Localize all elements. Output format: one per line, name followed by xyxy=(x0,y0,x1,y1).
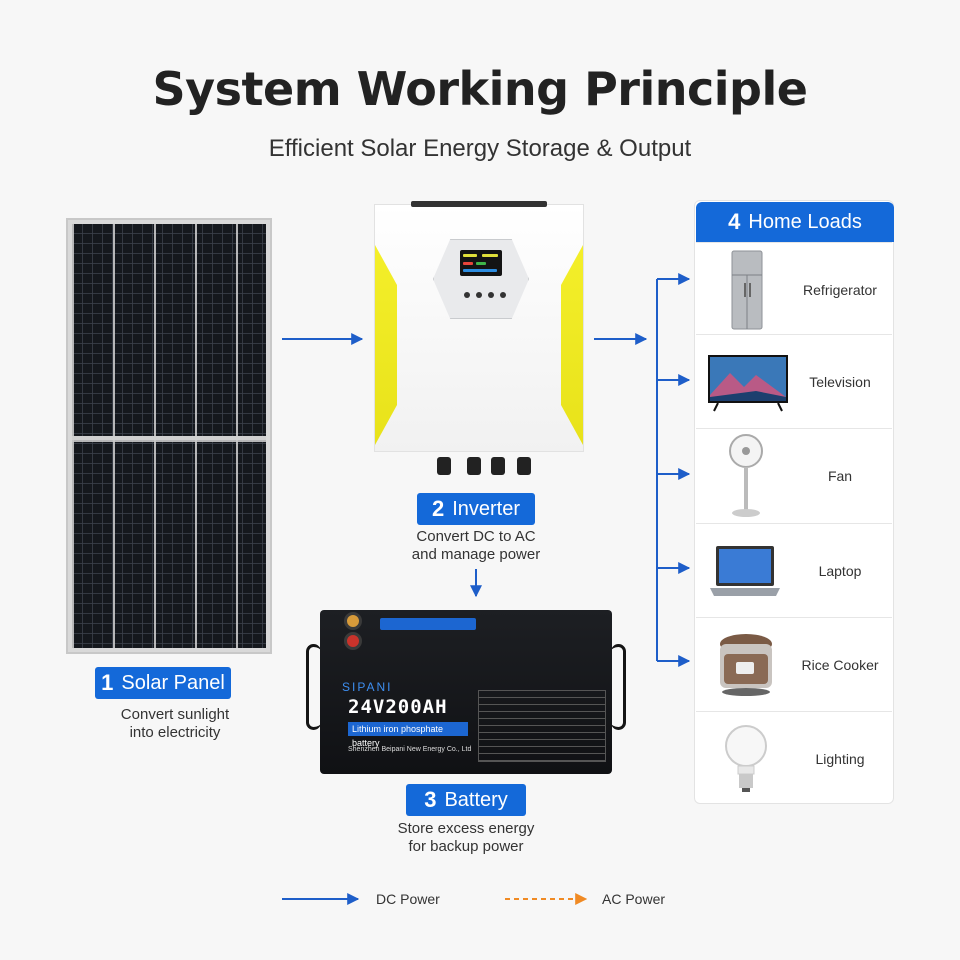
inverter-label: Inverter xyxy=(452,497,521,520)
rice-cooker-icon xyxy=(696,618,792,712)
home-loads-label: Home Loads xyxy=(748,210,862,233)
fan-icon xyxy=(696,429,792,523)
battery-brand: SIPANI xyxy=(342,680,393,694)
solar-panel-badge: 1 Solar Panel xyxy=(95,667,231,699)
inverter-image xyxy=(374,201,584,475)
battery-label: Battery xyxy=(444,788,508,811)
inverter-desc-line1: Convert DC to AC xyxy=(416,528,536,545)
inverter-number: 2 xyxy=(431,496,445,521)
battery-number: 3 xyxy=(424,787,437,812)
battery-maker: Shenzhen Beipani New Energy Co., Ltd xyxy=(348,746,472,753)
page-title: System Working Principle xyxy=(152,62,808,116)
load-item-fan: Fan xyxy=(696,428,892,523)
battery-chemistry: Lithium iron phosphate battery xyxy=(348,722,468,748)
solar-panel-image xyxy=(66,218,272,654)
solar-panel-desc-line1: Convert sunlight xyxy=(120,706,230,723)
load-item-laptop: Laptop xyxy=(696,523,892,618)
battery-desc-line1: Store excess energy xyxy=(397,820,535,837)
lightbulb-icon xyxy=(696,712,792,806)
battery-description: Store excess energy for backup power xyxy=(356,820,576,856)
home-loads-panel xyxy=(694,200,894,804)
solar-panel-label: Solar Panel xyxy=(121,671,225,694)
battery-model: 24V200AH xyxy=(348,696,448,718)
inverter-desc-line2: and manage power xyxy=(411,546,541,563)
battery-spec-table xyxy=(478,690,606,762)
load-name: Refrigerator xyxy=(803,282,877,298)
load-name: Laptop xyxy=(818,563,862,579)
inverter-description: Convert DC to AC and manage power xyxy=(366,528,586,564)
legend-dc-label: DC Power xyxy=(376,891,440,907)
load-item-television: Television xyxy=(696,334,892,429)
page-subtitle: Efficient Solar Energy Storage & Output xyxy=(268,135,692,162)
legend-ac-label: AC Power xyxy=(602,891,666,907)
inverter-badge: 2 Inverter xyxy=(417,493,535,525)
load-name: Lighting xyxy=(815,751,865,767)
load-name: Television xyxy=(809,374,871,390)
load-item-lighting: Lighting xyxy=(696,711,892,806)
home-loads-number: 4 xyxy=(728,209,741,234)
load-name: Rice Cooker xyxy=(801,657,879,673)
refrigerator-icon xyxy=(696,243,792,337)
battery-image: SIPANI 24V200AH Lithium iron phosphate b… xyxy=(306,604,626,774)
solar-panel-desc-line2: into electricity xyxy=(129,724,221,741)
home-loads-header: 4 Home Loads xyxy=(696,202,894,242)
battery-badge: 3 Battery xyxy=(406,784,526,816)
load-name: Fan xyxy=(827,468,853,484)
load-item-rice-cooker: Rice Cooker xyxy=(696,617,892,712)
solar-panel-number: 1 xyxy=(101,670,114,695)
load-item-refrigerator: Refrigerator xyxy=(696,242,892,337)
solar-panel-description: Convert sunlight into electricity xyxy=(60,706,290,742)
battery-desc-line2: for backup power xyxy=(408,838,524,855)
laptop-icon xyxy=(696,524,792,618)
television-icon xyxy=(696,335,792,429)
